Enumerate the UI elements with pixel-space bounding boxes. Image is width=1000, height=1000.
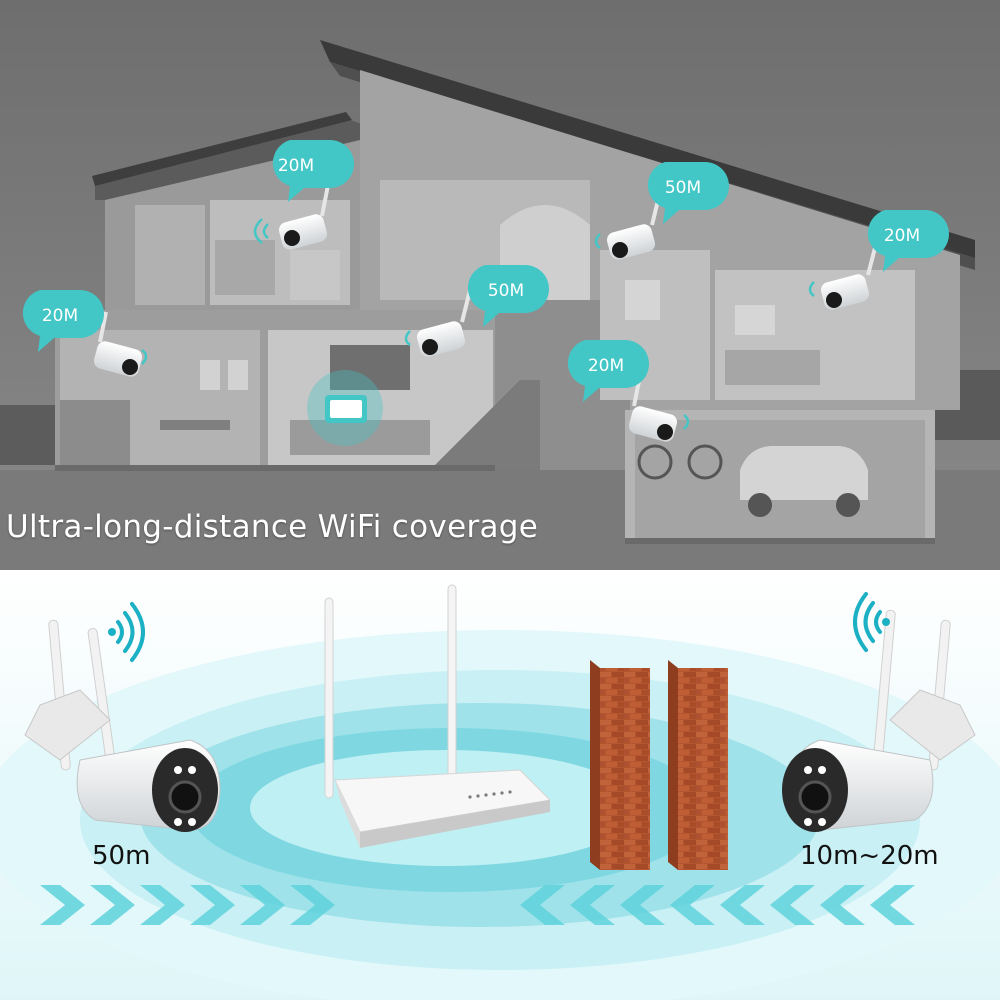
house-camera-5	[93, 311, 148, 377]
camera-badge: 20M	[272, 140, 354, 202]
camera-badge-label: 20M	[42, 306, 78, 326]
camera-badge: 20M	[567, 340, 649, 402]
right-range-label: 10m~20m	[800, 841, 939, 871]
house-camera-4	[404, 289, 472, 357]
coverage-diagram	[0, 570, 1000, 1000]
chevron-right-icon	[190, 885, 235, 925]
camera-badge: 20M	[22, 290, 104, 352]
left-camera	[24, 619, 221, 832]
camera-badge-label: 20M	[588, 356, 624, 376]
chevron-left-icon	[720, 885, 765, 925]
brick-wall	[668, 660, 728, 870]
camera-badge: 20M	[867, 210, 949, 272]
chevrons-left	[520, 885, 915, 925]
chevron-left-icon	[770, 885, 815, 925]
camera-badge-label: 20M	[884, 226, 920, 246]
wifi-signal-icon	[853, 592, 890, 652]
left-range-label: 50m	[92, 841, 151, 871]
chevron-left-icon	[570, 885, 615, 925]
chevron-right-icon	[90, 885, 135, 925]
headline: Ultra-long-distance WiFi coverage	[6, 509, 539, 545]
camera-badge-label: 50M	[488, 281, 524, 301]
chevrons-right	[40, 885, 335, 925]
wifi-signal-icon	[108, 602, 145, 662]
chevron-left-icon	[670, 885, 715, 925]
house-illustration	[0, 0, 1000, 570]
chevron-right-icon	[40, 885, 85, 925]
chevron-left-icon	[520, 885, 565, 925]
camera-badge-label: 20M	[278, 156, 314, 176]
chevron-right-icon	[140, 885, 185, 925]
chevron-right-icon	[240, 885, 285, 925]
chevron-left-icon	[820, 885, 865, 925]
brick-wall	[590, 660, 650, 870]
right-camera	[782, 609, 976, 832]
camera-badge: 50M	[467, 265, 549, 327]
chevron-left-icon	[870, 885, 915, 925]
router-device	[324, 584, 552, 848]
chevron-right-icon	[290, 885, 335, 925]
camera-badge-label: 50M	[665, 178, 701, 198]
house-camera-3	[808, 243, 878, 310]
camera-badge: 50M	[647, 162, 729, 224]
chevron-left-icon	[620, 885, 665, 925]
house-camera-1	[253, 184, 330, 250]
